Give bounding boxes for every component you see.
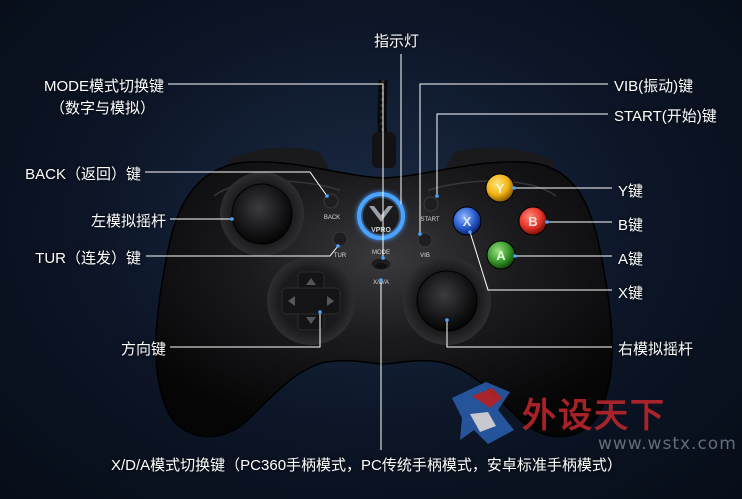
cable-strain-relief [372, 132, 396, 168]
label-vib: VIB(振动)键 [614, 78, 694, 95]
turbo-button [332, 231, 348, 247]
label-mode-line2: （数字与模拟） [50, 100, 156, 117]
label-left-stick: 左模拟摇杆 [90, 213, 166, 230]
vib-button [417, 232, 433, 248]
device-text-mode: MODE [372, 250, 390, 256]
leader-back [145, 171, 328, 197]
device-text-logo: VPRO [371, 227, 391, 234]
dpad-right-arrow-icon [327, 296, 334, 306]
leader-dots [230, 186, 549, 322]
device-text-x: X [463, 214, 472, 229]
device-text-start: START [420, 217, 439, 223]
device-text-back: BACK [324, 215, 340, 221]
label-start: START(开始)键 [614, 108, 717, 125]
label-mode-line1: MODE模式切换键 [43, 78, 164, 95]
watermark-eagle-logo-icon [452, 382, 514, 444]
leader-vib [419, 83, 608, 234]
device-text-y: Y [496, 181, 505, 196]
leader-x [469, 231, 612, 291]
face-button-x [452, 206, 482, 236]
start-button [423, 196, 439, 212]
label-a: A键 [618, 251, 644, 268]
dpad [281, 271, 341, 331]
label-dpad: 方向键 [120, 341, 166, 358]
device-text-tur: TUR [334, 253, 347, 259]
label-indicator: 指示灯 [374, 33, 420, 50]
leader-dpad [170, 312, 321, 348]
leader-turbo [146, 245, 339, 257]
label-turbo: TUR（连发）键 [35, 250, 141, 267]
label-y: Y键 [618, 183, 644, 200]
vpro-logo-icon [369, 206, 393, 222]
dpad-up-arrow-icon [306, 278, 316, 285]
leader-right-stick [446, 320, 612, 348]
dpad-left-arrow-icon [288, 296, 295, 306]
label-b: B键 [618, 217, 644, 234]
label-x: X键 [618, 285, 644, 302]
label-right-stick: 右模拟摇杆 [618, 341, 694, 358]
leader-start [436, 113, 608, 196]
left-stick [231, 183, 293, 245]
leader-lines [145, 54, 612, 450]
device-text-a: A [496, 248, 506, 263]
label-xda: X/D/A模式切换键（PC360手柄模式，PC传统手柄模式，安卓标准手柄模式） [111, 457, 622, 474]
device-text-b: B [528, 214, 537, 229]
watermark-text: 外设天下 [522, 396, 666, 436]
indicator-ring-glow [357, 192, 405, 240]
label-back: BACK（返回）键 [25, 166, 141, 183]
leader-mode [168, 83, 384, 258]
watermark-url: www.wstx.com [598, 434, 737, 454]
dpad-down-arrow-icon [306, 317, 316, 324]
device-text-vib: VIB [420, 253, 430, 259]
